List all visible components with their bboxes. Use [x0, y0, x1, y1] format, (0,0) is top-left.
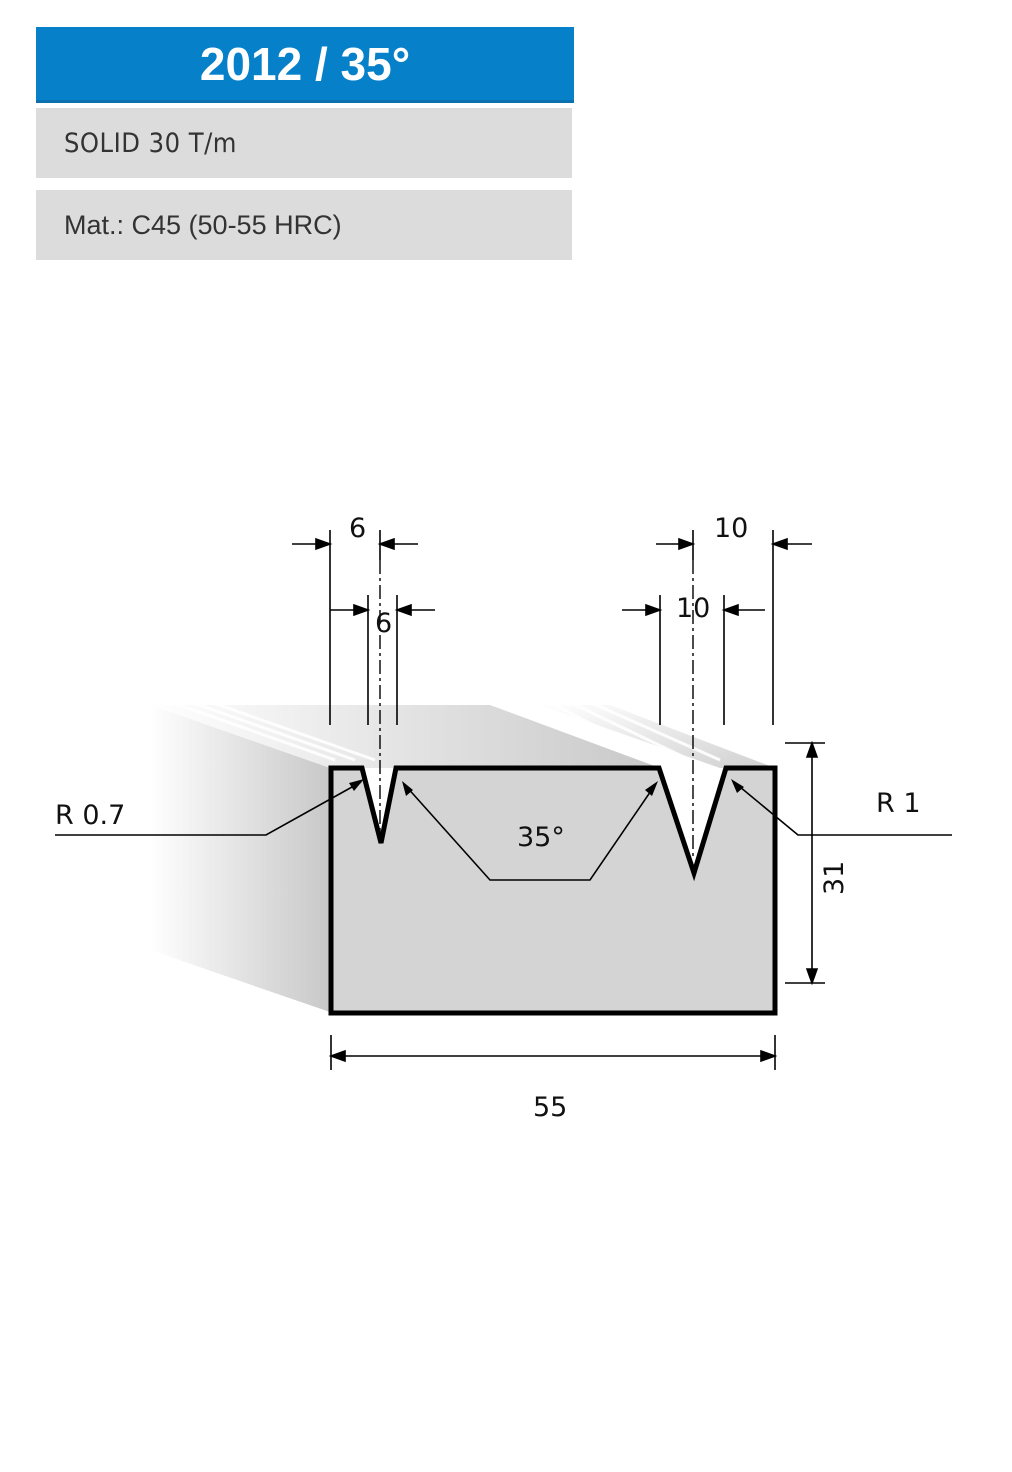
- capacity-text: SOLID 30 T/m: [64, 127, 237, 159]
- extension-lines: [329, 530, 825, 1070]
- radius-right-label: R 1: [876, 788, 921, 819]
- height-label: 31: [819, 861, 850, 895]
- title-bar: 2012 / 35°: [36, 27, 574, 103]
- material-text: Mat.: C45 (50-55 HRC): [64, 209, 342, 240]
- angle-label: 35°: [517, 822, 565, 853]
- die-perspective-shading: [150, 698, 775, 1012]
- center-lines: [379, 560, 694, 860]
- dim-right-outer: 10: [714, 513, 748, 544]
- dim-left-inner: 6: [375, 608, 392, 639]
- material-row: Mat.: C45 (50-55 HRC): [36, 190, 572, 260]
- width-label: 55: [533, 1092, 567, 1123]
- die-profile: [328, 765, 778, 1016]
- dimension-arrows: [292, 537, 819, 1063]
- radius-left-label: R 0.7: [55, 800, 125, 831]
- product-title: 2012 / 35°: [199, 37, 411, 90]
- leader-arrowheads: [349, 779, 744, 796]
- capacity-row: SOLID 30 T/m: [36, 108, 572, 178]
- leader-lines: [55, 781, 952, 881]
- dim-left-outer: 6: [349, 513, 366, 544]
- dim-right-inner: 10: [676, 593, 710, 624]
